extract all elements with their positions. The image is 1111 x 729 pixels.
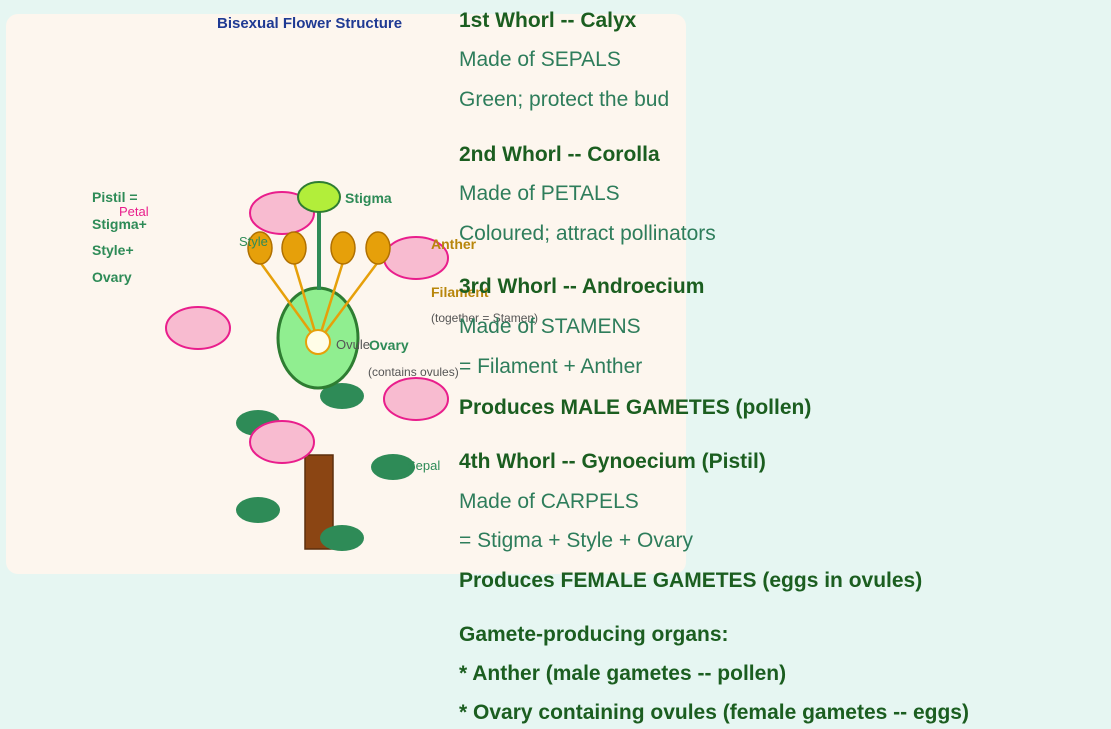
whorl3-line2: = Filament + Anther xyxy=(459,355,642,379)
label-style: Style xyxy=(239,234,268,249)
whorl2-line1: Made of PETALS xyxy=(459,182,620,206)
sepal xyxy=(320,525,364,551)
petal xyxy=(166,307,230,349)
whorl4-line2: = Stigma + Style + Ovary xyxy=(459,529,693,553)
whorl2-title: 2nd Whorl -- Corolla xyxy=(459,143,660,167)
whorl1-title: 1st Whorl -- Calyx xyxy=(459,9,636,33)
label-stigma: Stigma xyxy=(345,190,392,206)
whorl3-title: 3rd Whorl -- Androecium xyxy=(459,275,704,299)
label-pistil: Pistil = xyxy=(92,189,138,205)
whorl2-line2: Coloured; attract pollinators xyxy=(459,222,716,246)
whorl4-line1: Made of CARPELS xyxy=(459,490,639,514)
sepal xyxy=(236,497,280,523)
whorl3-line1: Made of STAMENS xyxy=(459,315,641,339)
whorl3-line3: Produces MALE GAMETES (pollen) xyxy=(459,396,811,420)
organs-title: Gamete-producing organs: xyxy=(459,623,729,647)
label-ovary-note: (contains ovules) xyxy=(368,365,459,379)
petal xyxy=(250,421,314,463)
label-ovary-short: Ovary xyxy=(92,269,132,285)
anther xyxy=(366,232,390,264)
whorl1-line2: Green; protect the bud xyxy=(459,88,669,112)
stigma xyxy=(298,182,340,212)
whorl4-line3: Produces FEMALE GAMETES (eggs in ovules) xyxy=(459,569,922,593)
anther xyxy=(331,232,355,264)
whorl1-line1: Made of SEPALS xyxy=(459,48,621,72)
diagram-title: Bisexual Flower Structure xyxy=(217,15,402,32)
label-style-plus: Style+ xyxy=(92,242,134,258)
label-ovule: Ovule xyxy=(336,337,370,352)
whorl4-title: 4th Whorl -- Gynoecium (Pistil) xyxy=(459,450,766,474)
petal xyxy=(384,378,448,420)
label-sepal: Sepal xyxy=(407,458,440,473)
organs-item-ovary: * Ovary containing ovules (female gamete… xyxy=(459,701,969,725)
label-stigma-plus: Stigma+ xyxy=(92,216,147,232)
ovule xyxy=(306,330,330,354)
anther xyxy=(282,232,306,264)
label-ovary: Ovary xyxy=(369,337,409,353)
organs-item-anther: * Anther (male gametes -- pollen) xyxy=(459,662,786,686)
